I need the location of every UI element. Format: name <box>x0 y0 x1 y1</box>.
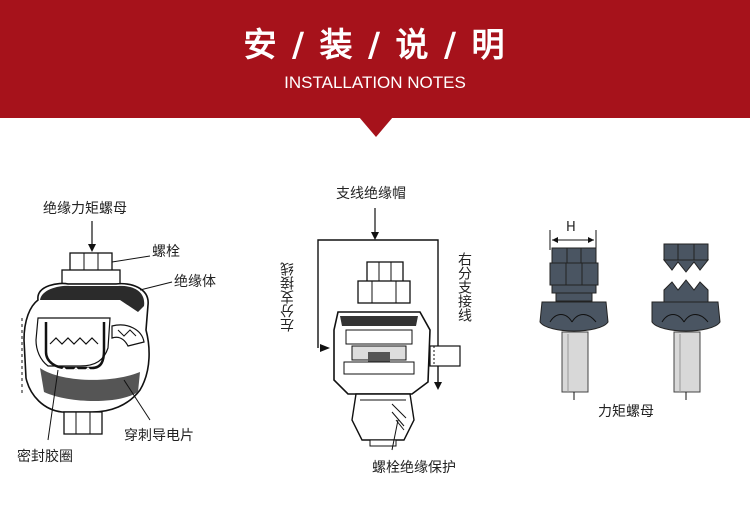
page-title: 安 / 装 / 说 / 明 <box>243 25 507 64</box>
label-insulator: 绝缘体 <box>174 274 216 290</box>
label-sealing-ring: 密封胶圈 <box>17 449 73 465</box>
page-subtitle: INSTALLATION NOTES <box>284 73 466 92</box>
label-bolt: 螺栓 <box>152 244 180 260</box>
label-torque-nut: 绝缘力矩螺母 <box>43 201 127 217</box>
label-piercing-blade: 穿刺导电片 <box>124 428 194 444</box>
label-branch-cap: 支线绝缘帽 <box>336 186 406 202</box>
header-notch <box>359 117 393 137</box>
header-banner <box>0 0 750 118</box>
label-right-branch: 右分支接线 <box>456 252 472 322</box>
label-torque-nut-right: 力矩螺母 <box>598 404 654 420</box>
label-bolt-protection: 螺栓绝缘保护 <box>372 460 456 476</box>
label-h-marker: H <box>566 220 576 235</box>
